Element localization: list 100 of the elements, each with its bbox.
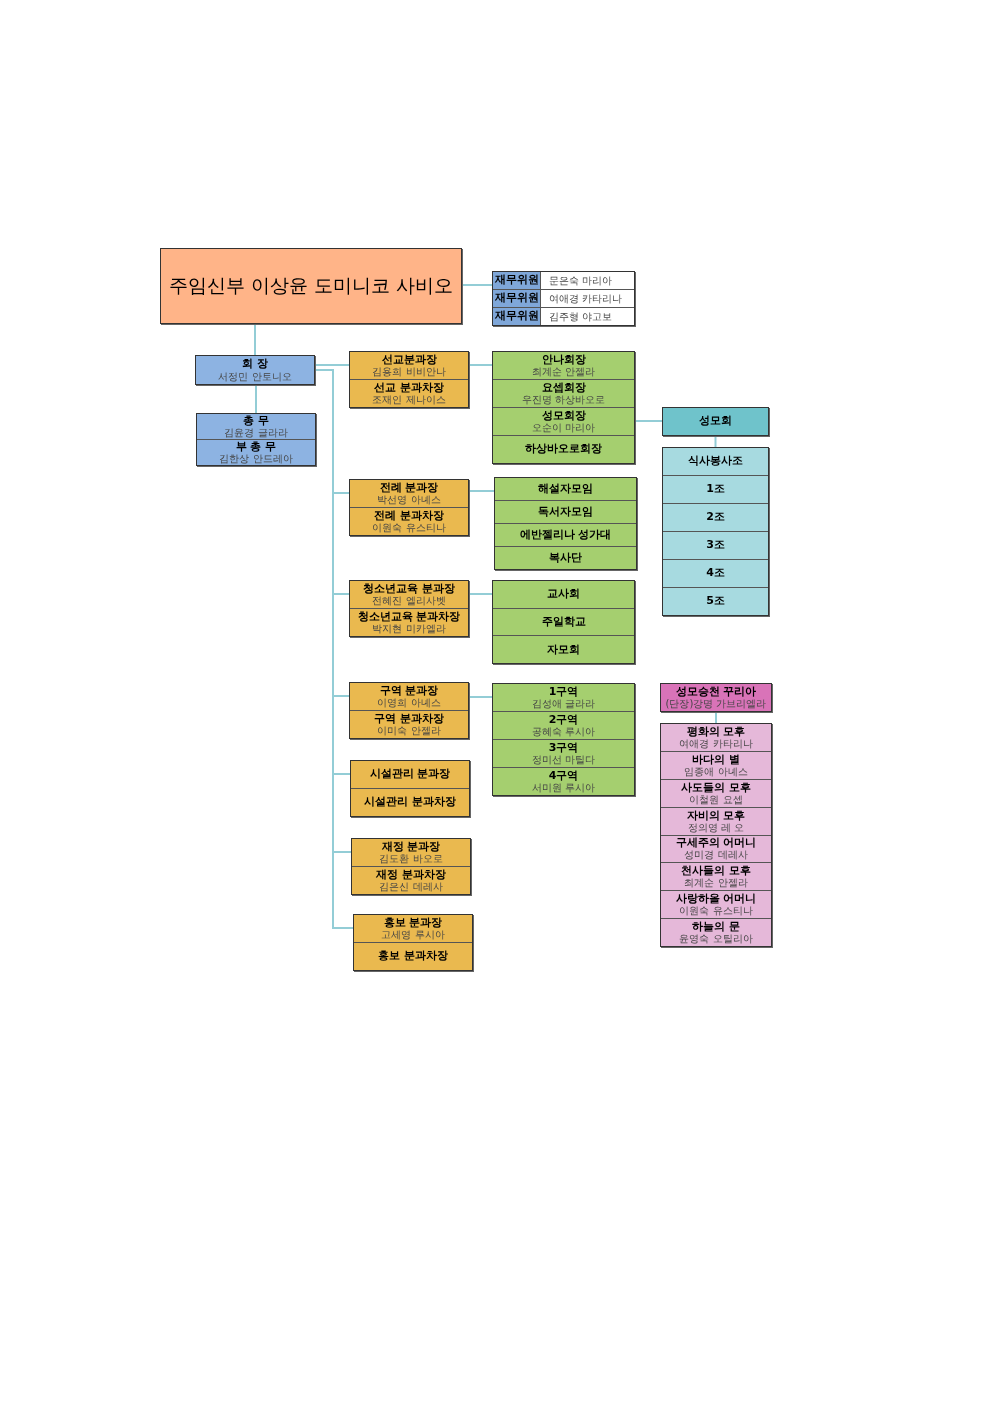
role-label: 시설관리 분과장 xyxy=(369,768,451,781)
role-label: 재정 분과장 xyxy=(381,840,441,854)
org-cell xyxy=(354,915,472,943)
stacked-box-group xyxy=(660,723,772,947)
role-label: 재무위원 xyxy=(493,308,541,325)
role-label: 자모회 xyxy=(547,643,580,656)
person-name: 김윤경 글라라 xyxy=(224,427,288,439)
role-label: 회 장 xyxy=(242,358,268,371)
person-name: 김한상 안드레아 xyxy=(219,453,293,465)
stacked-box-group xyxy=(494,477,637,570)
role-label: 자비의 모후 xyxy=(686,809,746,822)
role-label: 사랑하올 어머니 xyxy=(675,893,757,906)
person-name: 임종애 아녜스 xyxy=(684,765,748,777)
org-box xyxy=(662,407,769,436)
role-label: 1구역 xyxy=(548,685,579,699)
person-name: 최계순 안젤라 xyxy=(684,877,748,889)
role-label: 4조 xyxy=(706,567,725,580)
role-label: 안나회장 xyxy=(541,353,586,367)
org-cell xyxy=(493,408,634,436)
person-name: 박지현 미카엘라 xyxy=(372,623,446,635)
person-name: 윤영숙 오틸리아 xyxy=(679,933,753,945)
person-name: (단장)강명 가브리엘라 xyxy=(665,698,767,710)
role-label: 성모회 xyxy=(699,415,732,428)
org-cell xyxy=(493,380,634,408)
stacked-box-group xyxy=(349,580,469,637)
role-label: 선교분과장 xyxy=(381,353,437,367)
person-name: 문은숙 마리아 xyxy=(548,274,614,288)
person-name: 여애경 카타리나 xyxy=(679,738,753,749)
role-label: 재무위원 xyxy=(493,290,541,307)
role-label: 4구역 xyxy=(548,769,579,783)
role-label: 구역 분과차장 xyxy=(374,712,444,726)
stacked-box-group xyxy=(492,351,635,464)
person-name: 이미숙 안젤라 xyxy=(377,725,441,737)
person-name: 김은신 데레사 xyxy=(379,881,443,893)
role-label: 구역 분과장 xyxy=(379,684,439,698)
org-cell xyxy=(661,863,771,892)
org-cell xyxy=(350,480,468,508)
person-name: 성미경 데레사 xyxy=(684,849,748,861)
person-name: 전혜진 엘리사벳 xyxy=(372,595,446,607)
org-cell xyxy=(661,724,771,752)
role-label: 식사봉사조 xyxy=(688,455,743,468)
role-label: 선교 분과차장 xyxy=(374,381,444,395)
role-label: 구세주의 어머니 xyxy=(675,837,757,850)
role-label: 재무위원 xyxy=(493,272,541,289)
role-label: 성모회장 xyxy=(541,409,586,423)
role-label: 3구역 xyxy=(548,741,579,755)
connector-line xyxy=(468,490,495,492)
role-label: 해설자모임 xyxy=(538,482,593,496)
role-label: 시설관리 분과차장 xyxy=(364,796,456,809)
role-label: 하늘의 문 xyxy=(692,921,740,934)
role-label: 하상바오로회장 xyxy=(525,443,602,456)
stacked-box-group xyxy=(349,479,469,536)
person-name: 이영희 아녜스 xyxy=(377,697,441,709)
stacked-box-group xyxy=(492,271,635,326)
role-label: 천사들의 모후 xyxy=(681,865,751,878)
connector-line xyxy=(468,696,493,698)
org-box xyxy=(660,683,772,712)
person-name: 정미선 마틸다 xyxy=(531,754,596,766)
person-name: 김성애 글라라 xyxy=(531,698,596,710)
role-label: 총 무 xyxy=(243,414,269,428)
person-name: 김도환 바오로 xyxy=(379,853,443,865)
role-label: 재정 분과차장 xyxy=(376,868,446,882)
person-name: 이원숙 유스티나 xyxy=(372,522,446,534)
person-name: 조재인 제나이스 xyxy=(372,394,446,406)
stacked-box-group xyxy=(349,351,469,408)
role-label: 부 총 무 xyxy=(235,440,277,454)
role-label: 주임신부 이상윤 도미니코 사비오 xyxy=(168,274,454,298)
stacked-box-group xyxy=(662,447,769,616)
connector-line xyxy=(255,384,257,414)
org-cell xyxy=(661,751,771,780)
role-label: 청소년교육 분과장 xyxy=(363,582,455,596)
table-row xyxy=(493,272,634,290)
org-cell xyxy=(661,779,771,808)
person-name: 이철원 요셉 xyxy=(689,793,743,805)
org-cell xyxy=(350,683,468,711)
person-name: 우진명 하상바오로 xyxy=(521,394,606,406)
org-cell xyxy=(493,352,634,380)
org-cell xyxy=(352,839,470,867)
person-name: 서정민 안토니오 xyxy=(218,370,292,382)
role-label: 5조 xyxy=(706,595,725,608)
role-label: 평화의 모후 xyxy=(686,725,746,738)
stacked-box-group xyxy=(350,760,470,817)
role-label: 전례 분과차장 xyxy=(374,509,444,523)
role-label: 교사회 xyxy=(547,588,580,601)
stacked-box-group xyxy=(492,683,635,796)
connector-line xyxy=(314,364,350,366)
person-name: 여애경 카타리나 xyxy=(548,292,624,306)
stacked-box-group xyxy=(196,413,316,466)
role-label: 주일학교 xyxy=(541,615,586,629)
role-label: 홍보 분과차장 xyxy=(378,950,448,963)
stacked-box-group xyxy=(353,914,473,971)
connector-line xyxy=(714,435,717,448)
role-label: 전례 분과장 xyxy=(379,481,439,495)
role-label: 요셉회장 xyxy=(541,381,586,395)
role-label: 바다의 별 xyxy=(692,753,740,766)
person-name: 정의영 레 오 xyxy=(687,821,745,833)
stacked-box-group xyxy=(492,580,635,664)
role-label: 복사단 xyxy=(549,551,582,565)
org-box xyxy=(195,355,315,385)
org-cell xyxy=(493,712,634,740)
